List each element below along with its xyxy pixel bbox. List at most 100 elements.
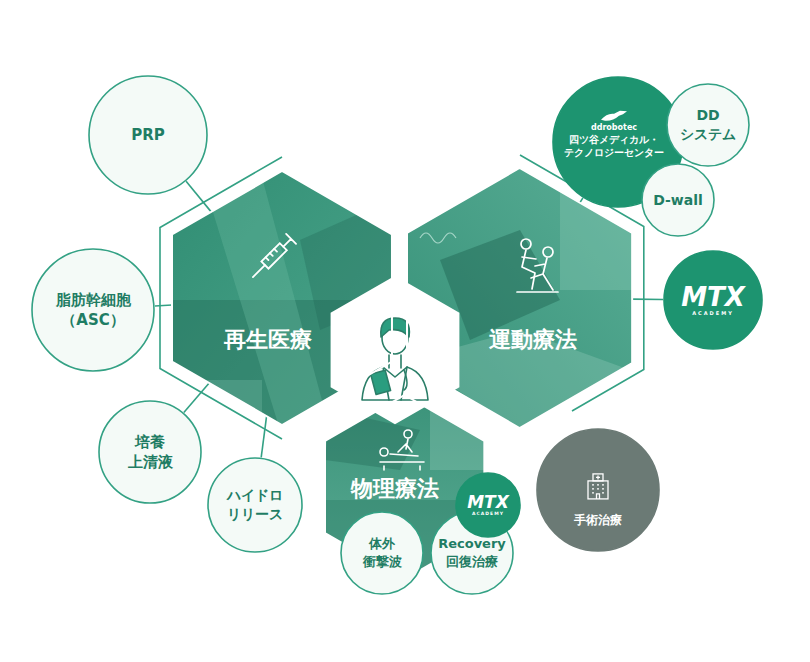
treatment-circle: 体外 衝撃波 (340, 511, 424, 595)
connector-line (184, 383, 209, 413)
stethoscope (404, 370, 407, 390)
node-shape (208, 458, 302, 552)
connector-line (633, 298, 663, 300)
person-body (398, 439, 412, 452)
hexagon-outline (172, 171, 392, 425)
node-text-group: MTXACADEMY (467, 494, 509, 516)
node-text-group: 再生医療 (224, 325, 312, 355)
circle-outline (207, 457, 303, 553)
connector-line (155, 305, 172, 306)
node-label: ハイドロ リリース (226, 486, 284, 524)
node-label: 脂肪幹細胞 （ASC） (55, 290, 132, 331)
treatment-circle: ハイドロ リリース (207, 457, 303, 553)
node-label: MTX (681, 284, 745, 310)
node-label: ACADEMY (467, 511, 509, 516)
node-label: 体外 衝撃波 (362, 535, 403, 570)
cross (596, 475, 600, 479)
person-head (404, 430, 412, 438)
node-text-group: 脂肪幹細胞 （ASC） (55, 290, 132, 331)
hexagon-outline (407, 168, 632, 428)
circle-outline (31, 248, 155, 372)
node-text-group: 手術治療 (574, 472, 622, 528)
connector-line (186, 181, 211, 212)
syringe-lines (248, 234, 296, 282)
node-text-group: ddrobotec四ツ谷メディカル・ テクノロジーセンター (563, 109, 665, 159)
node-shape (407, 168, 632, 428)
person-head (521, 239, 531, 249)
node-label: ACADEMY (681, 310, 745, 316)
person-body (380, 454, 424, 470)
node-label: 再生医療 (224, 325, 312, 355)
node-label: PRP (131, 125, 165, 145)
node-text-group: 物理療法 (351, 474, 439, 504)
treatment-circle: DD システム (666, 83, 750, 167)
circle-outline (98, 400, 202, 504)
treatment-circle: PRP (88, 75, 208, 195)
clipboard (371, 370, 391, 394)
person-head (380, 448, 388, 456)
node-text-group: ハイドロ リリース (226, 486, 284, 524)
node-shape (32, 249, 154, 371)
node-text-group: 培養 上清液 (127, 432, 174, 473)
node-label: ddrobotec (563, 123, 665, 134)
hospital-icon (585, 472, 611, 500)
building-top (593, 474, 603, 481)
node-shape (89, 76, 207, 194)
category-hexagon: 運動療法 (407, 168, 632, 428)
node-icon (574, 472, 622, 500)
node-shape (456, 473, 520, 537)
photo-wave (420, 233, 456, 243)
person-body (531, 258, 553, 290)
treatment-circle: MTXACADEMY (455, 472, 521, 538)
node-label: 物理療法 (351, 474, 439, 504)
node-text-group: 運動療法 (489, 325, 577, 355)
photo-shade (325, 410, 420, 470)
node-shape (172, 171, 392, 425)
treatment-circle: D-wall (641, 163, 715, 237)
node-label: DD システム (679, 106, 737, 144)
node-shape (667, 84, 749, 166)
circle-outline (340, 511, 424, 595)
treatment-circle: 手術治療 (536, 428, 660, 552)
node-icon (563, 109, 665, 123)
node-label: 培養 上清液 (127, 432, 174, 473)
massage-icon (380, 430, 424, 470)
node-label: MTX (467, 494, 509, 511)
photo-shade (200, 170, 330, 430)
doctor-hair (381, 318, 410, 337)
node-shape (99, 401, 201, 503)
circle-outline (666, 83, 750, 167)
node-text-group: DD システム (679, 106, 737, 144)
node-text-group: MTXACADEMY (681, 284, 745, 316)
ddrobotec-logo (599, 109, 629, 123)
treatment-circle: 脂肪幹細胞 （ASC） (31, 248, 155, 372)
node-label: 運動療法 (489, 325, 577, 355)
doctor-icon (362, 318, 428, 400)
treatment-circle: MTXACADEMY (663, 250, 763, 350)
treatment-circle: 培養 上清液 (98, 400, 202, 504)
node-text-group: Recovery 回復治療 (437, 535, 507, 570)
node-text-group: D-wall (653, 191, 703, 210)
node-shape (664, 251, 762, 349)
floor-line (517, 291, 558, 293)
windows (592, 485, 604, 499)
node-text-group: PRP (131, 125, 165, 145)
person-head (543, 247, 553, 257)
node-shape (431, 512, 513, 594)
circle-outline (536, 428, 660, 552)
node-shape (642, 164, 714, 236)
node-label: D-wall (653, 191, 703, 210)
node-label: 手術治療 (574, 512, 622, 528)
building (588, 481, 608, 499)
photo-shade (430, 400, 490, 470)
node-shape (341, 512, 423, 594)
node-shape (537, 429, 659, 551)
connector-line (261, 416, 266, 457)
logo-shape (601, 111, 627, 121)
syringe-icon (248, 234, 296, 282)
person-body (522, 250, 536, 289)
node-label: Recovery 回復治療 (437, 535, 507, 570)
category-hexagon: 再生医療 (172, 171, 392, 425)
